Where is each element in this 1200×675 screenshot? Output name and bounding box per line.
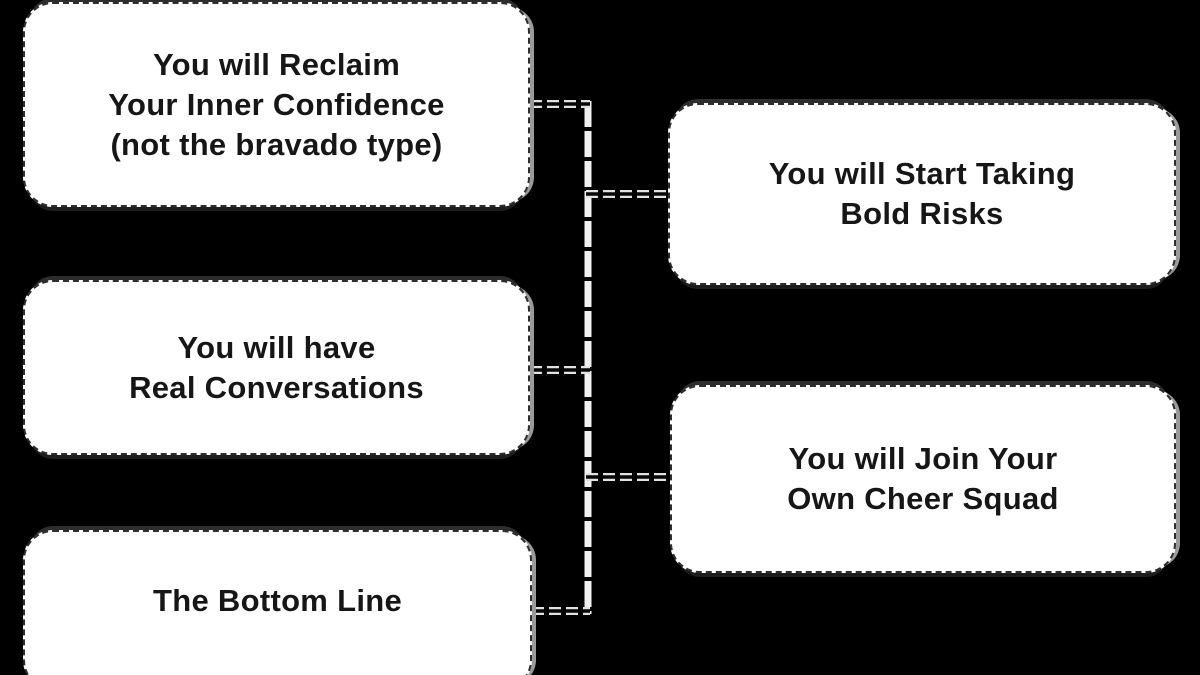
node-line: You will Start Taking: [768, 156, 1076, 191]
node-line: Own Cheer Squad: [787, 481, 1059, 516]
node-join-own-cheer-squad: You will Join Your Own Cheer Squad: [670, 385, 1176, 573]
node-line: Bold Risks: [840, 196, 1004, 231]
node-the-bottom-line: The Bottom Line: [23, 530, 532, 675]
node-line: Your Inner Confidence: [108, 86, 445, 122]
node-line: Real Conversations: [129, 369, 424, 405]
node-line: You will Reclaim: [152, 46, 401, 82]
node-start-taking-bold-risks: You will Start Taking Bold Risks: [668, 103, 1176, 285]
node-line: (not the bravado type): [110, 126, 443, 162]
node-line: The Bottom Line: [152, 583, 403, 618]
node-real-conversations: You will have Real Conversations: [23, 280, 530, 455]
node-line: You will have: [177, 329, 376, 365]
node-line: You will Join Your: [788, 441, 1058, 476]
node-reclaim-inner-confidence: You will Reclaim Your Inner Confidence (…: [23, 2, 530, 207]
